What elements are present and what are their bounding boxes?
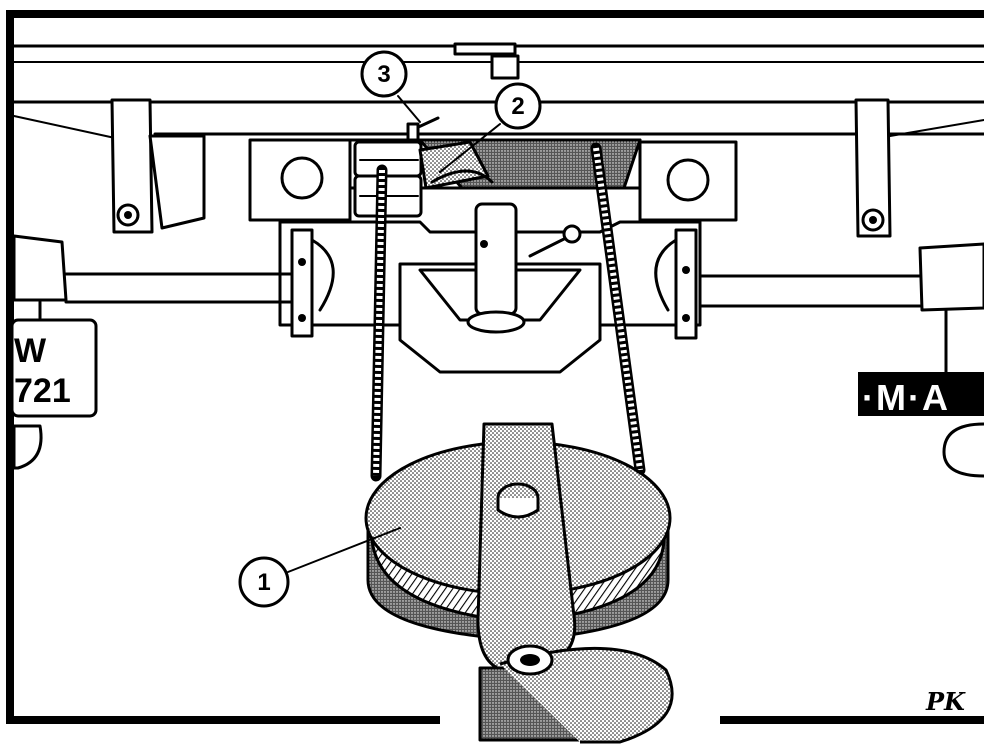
license-plate-line2: 721 [14, 372, 71, 410]
callout-1: 1 [238, 527, 401, 608]
right-roller [654, 228, 698, 340]
locking-pin [406, 116, 440, 142]
central-bracket [398, 202, 602, 374]
hoist-rope [370, 142, 646, 482]
callout-2-label: 2 [511, 93, 524, 120]
left-lamp [12, 234, 294, 320]
brand-badge-text: ·M·A [862, 377, 950, 418]
signature-text: PK [925, 687, 966, 716]
left-strap [110, 98, 206, 234]
artist-signature: PK [925, 687, 966, 716]
right-lamp [698, 242, 984, 382]
callout-1-label: 1 [257, 569, 270, 596]
callout-2: 2 [439, 82, 542, 173]
rope-clamp [353, 140, 494, 218]
hoist-shackle [478, 644, 674, 744]
callout-3-label: 3 [377, 61, 390, 88]
license-plate-line1: W [14, 332, 47, 370]
license-plate: W 721 [10, 318, 98, 470]
upper-beam [12, 42, 984, 139]
right-strap [854, 98, 892, 238]
brand-badge: ·M·A [858, 372, 984, 478]
callout-3: 3 [360, 50, 421, 123]
